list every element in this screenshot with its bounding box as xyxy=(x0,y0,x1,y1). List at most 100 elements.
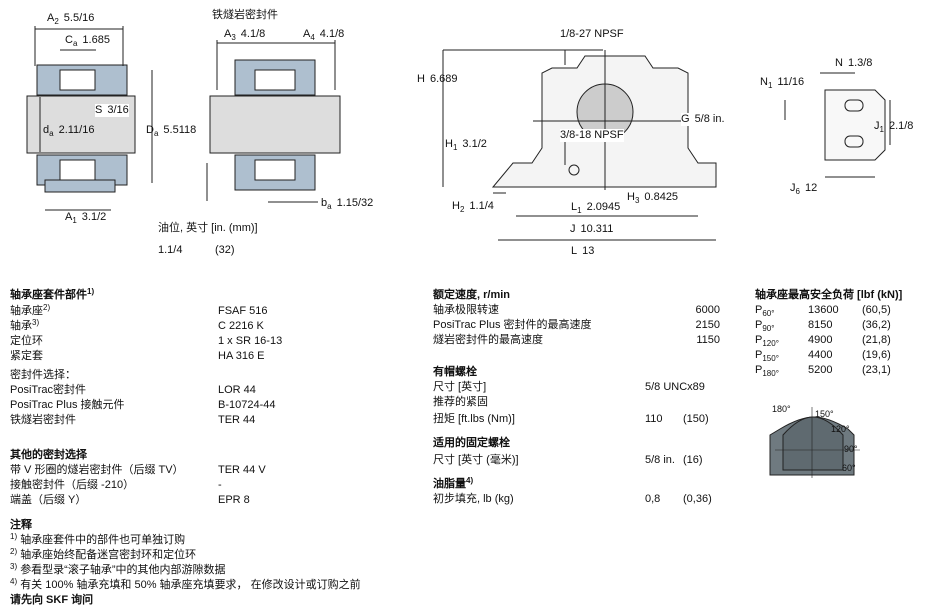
speed-label: 轴承极限转速 xyxy=(433,304,499,316)
load-angle: 150° xyxy=(762,354,779,363)
notes-heading: 注释 xyxy=(10,519,32,531)
angle-60-label: 60° xyxy=(842,463,856,473)
kit-heading: 轴承座套件部件1) xyxy=(10,288,94,302)
note-item: 1) 轴承座套件中的部件也可单独订购 xyxy=(10,533,186,547)
dim-symbol: J xyxy=(874,120,880,132)
taconite-seal-title: 铁燧岩密封件 xyxy=(212,9,278,21)
dim-subscript: 2 xyxy=(54,17,59,26)
load-kn-cell: (23,1) xyxy=(862,364,891,377)
dim-value: 4.1/8 xyxy=(319,28,345,40)
seal-row-value: TER 44 xyxy=(218,414,256,426)
dim-value: 10.311 xyxy=(580,223,614,235)
note-item: 2) 轴承座始终配备迷宫密封环和定位环 xyxy=(10,548,197,562)
cap-bolt-size-label: 尺寸 [英寸] xyxy=(433,381,487,393)
torque-label-2: 扭矩 [ft.lbs (Nm)] xyxy=(433,413,515,425)
speed-value: 6000 xyxy=(695,304,720,316)
cap-bolts-heading: 有帽螺栓 xyxy=(433,366,477,378)
load-direction: P60° xyxy=(755,304,775,318)
seal-row-label: PosiTrac密封件 xyxy=(10,384,86,396)
dim-value: 4.1/8 xyxy=(240,28,266,40)
oil-level-in: 1.1/4 xyxy=(158,244,183,256)
dim-symbol: H xyxy=(445,138,453,150)
foot-detail-view xyxy=(784,72,891,178)
dim-subscript: 1 xyxy=(72,216,77,225)
load-kn: (36,2) xyxy=(862,319,891,331)
seal-row-value: LOR 44 xyxy=(218,384,256,396)
dim-symbol: H xyxy=(417,73,425,85)
kit-value: C 2216 K xyxy=(218,320,264,332)
note-text: 参看型录“滚子轴承”中的其他内部游隙数据 xyxy=(20,564,226,576)
dim-h: H 6.689 xyxy=(417,73,457,86)
note-text: 轴承座套件中的部件也可单独订购 xyxy=(20,534,186,546)
kit-value: 1 x SR 16-13 xyxy=(218,335,283,347)
loads-heading: 轴承座最高安全负荷 [lbf (kN)] xyxy=(755,289,903,301)
load-lbf-cell: 8150 xyxy=(808,319,832,332)
dim-subscript: a xyxy=(72,39,78,48)
dim-value: 2.0945 xyxy=(586,201,621,213)
dim-subscript: 6 xyxy=(795,187,800,196)
anchor-size-label: 尺寸 [英寸 (毫米)] xyxy=(433,454,519,466)
dim-symbol: A xyxy=(47,12,55,24)
load-kn-cell: (60,5) xyxy=(862,304,891,317)
dim-subscript: a xyxy=(153,129,159,138)
note-item: 4) 有关 100% 轴承充填和 50% 轴承座充填要求， 在修改设计或订购之前 xyxy=(10,577,361,592)
dim-subscript: 3 xyxy=(634,196,640,205)
dim-symbol: G xyxy=(681,113,690,125)
dim-symbol: b xyxy=(321,197,328,209)
speed-value: 1150 xyxy=(696,334,720,346)
housing-front-view xyxy=(442,49,717,241)
dim-g: G 5/8 in. xyxy=(681,113,725,126)
load-symbol: P xyxy=(755,319,763,331)
dim-value: 6.689 xyxy=(429,73,458,85)
other-seal-value: TER 44 V xyxy=(218,464,266,476)
kit-value: HA 316 E xyxy=(218,350,265,362)
dim-symbol: A xyxy=(65,211,73,223)
note-item: 3) 参看型录“滚子轴承”中的其他内部游隙数据 xyxy=(10,563,226,577)
note-text: 有关 100% 轴承充填和 50% 轴承座充填要求， 在修改设计或订购之前 xyxy=(20,579,361,591)
dim-symbol: H xyxy=(452,200,460,212)
load-angle: 180° xyxy=(762,369,779,378)
dim-symbol: A xyxy=(224,28,232,40)
dim-subscript: 1 xyxy=(452,143,458,152)
seal-row-label: 铁燧岩密封件 xyxy=(10,414,76,426)
section-drawing-left xyxy=(26,26,153,211)
angle-180-label: 180° xyxy=(772,404,791,414)
speed-heading: 额定速度, r/min xyxy=(433,289,511,301)
footnote-ref: 4) xyxy=(466,476,474,485)
kit-row-label: 定位环 xyxy=(10,335,43,347)
dim-symbol: N xyxy=(760,76,768,88)
other-seal-value: EPR 8 xyxy=(218,494,250,506)
note-text: 轴承座始终配备迷宫密封环和定位环 xyxy=(20,549,197,561)
dim-value: 5/8 in. xyxy=(694,113,725,125)
angle-90-label: 90° xyxy=(844,444,858,454)
anchor-bolts-heading: 适用的固定螺栓 xyxy=(433,437,510,449)
dim-subscript: 2 xyxy=(459,205,465,214)
kit-row: 轴承座2) xyxy=(10,304,50,318)
cap-bolt-size-value: 5/8 UNCx89 xyxy=(645,381,705,393)
load-direction: P120° xyxy=(755,334,779,348)
footnote-number: 4) xyxy=(10,577,18,586)
load-angle: 60° xyxy=(762,309,775,318)
dim-value: 11/16 xyxy=(777,76,805,88)
anchor-size-mm: (16) xyxy=(683,454,703,466)
load-symbol: P xyxy=(755,349,763,361)
load-direction: P90° xyxy=(755,319,774,333)
other-seal-label: 端盖（后缀 Y） xyxy=(10,494,87,506)
dim-symbol: L xyxy=(571,245,578,257)
dim-symbol: L xyxy=(571,201,578,213)
seal-row-label: PosiTrac Plus 接触元件 xyxy=(10,399,125,411)
dim-symbol: d xyxy=(43,124,50,136)
dim-subscript: 1 xyxy=(767,81,773,90)
dim-value: 2.11/16 xyxy=(58,124,95,136)
dim-symbol: D xyxy=(146,124,154,136)
grease-label: 初步填充, lb (kg) xyxy=(433,493,514,505)
